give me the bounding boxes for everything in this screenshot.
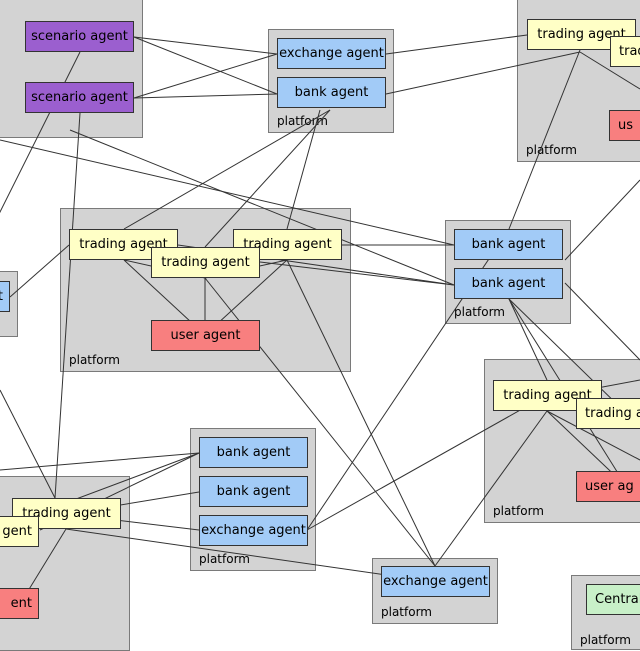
connection-line — [564, 282, 640, 361]
bank-agent-node[interactable]: bank agent — [199, 437, 308, 468]
user-agent-node-clipped[interactable]: user ag — [576, 471, 640, 502]
user-agent-node[interactable]: user agent — [151, 320, 260, 351]
bank-agent-node[interactable]: bank agent — [454, 229, 563, 260]
scenario-agent-node[interactable]: scenario agent — [25, 21, 134, 52]
connection-line — [133, 36, 278, 95]
bank-agent-node[interactable]: bank agent — [199, 476, 308, 507]
connection-line — [385, 34, 528, 55]
trading-agent-node-clipped[interactable]: gent — [0, 516, 39, 547]
bank-agent-node[interactable]: bank agent — [454, 268, 563, 299]
platform-label: platform — [69, 353, 120, 367]
connection-line — [0, 452, 200, 471]
trading-agent-node[interactable]: trading agent — [151, 247, 260, 278]
connection-line — [564, 179, 640, 261]
connection-line — [133, 93, 278, 99]
trading-agent-node-clipped[interactable]: trading ag — [576, 398, 640, 429]
central-agent-node-clipped[interactable]: Central — [586, 584, 640, 615]
scenario-agent-node[interactable]: scenario agent — [25, 82, 134, 113]
connection-line — [133, 36, 278, 55]
exchange-agent-node[interactable]: exchange agent — [277, 38, 386, 69]
platform-label: platform — [277, 114, 328, 128]
platform-label: platform — [381, 605, 432, 619]
exchange-agent-node[interactable]: exchange agent — [381, 566, 490, 597]
connection-line — [133, 53, 278, 99]
platform-label: platform — [199, 552, 250, 566]
platform-label: platform — [493, 504, 544, 518]
user-agent-node-clipped[interactable]: us — [609, 110, 640, 141]
exchange-agent-node[interactable]: exchange agent — [199, 515, 308, 546]
user-agent-node-clipped[interactable]: ent — [0, 588, 39, 619]
bank-agent-node[interactable]: bank agent — [277, 77, 386, 108]
platform-label: platform — [454, 305, 505, 319]
bank-agent-node-clipped[interactable]: t — [0, 281, 10, 312]
platform-label: platform — [580, 633, 631, 647]
trading-agent-node-clipped[interactable]: trad — [610, 36, 640, 67]
trading-agent-node[interactable]: trading agent — [527, 19, 636, 50]
platform-label: platform — [526, 143, 577, 157]
